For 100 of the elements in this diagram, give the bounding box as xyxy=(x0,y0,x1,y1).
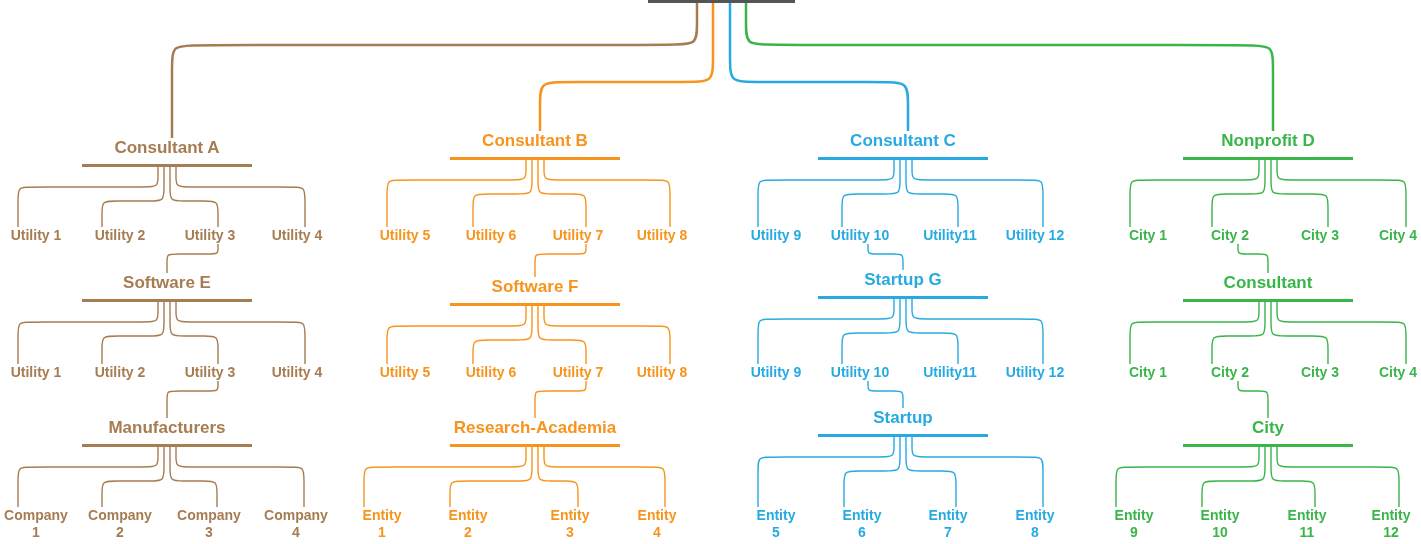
member-label: Utility 5 xyxy=(365,364,445,381)
member-label: City 3 xyxy=(1280,364,1360,381)
connector-line xyxy=(867,243,904,271)
member-label: Utility 1 xyxy=(0,227,76,244)
member-label: Utility 6 xyxy=(451,364,531,381)
member-label: Utility 4 xyxy=(257,364,337,381)
connector-line xyxy=(386,159,527,228)
member-label: Entity 4 xyxy=(632,507,682,541)
connector-line xyxy=(757,436,895,508)
member-label: Utility 12 xyxy=(995,364,1075,381)
member-label: City 2 xyxy=(1190,227,1270,244)
connector-line xyxy=(867,380,904,409)
connector-line xyxy=(543,446,666,508)
member-label: Entity 8 xyxy=(1010,507,1060,541)
connector-line xyxy=(101,301,165,365)
member-label: Company 2 xyxy=(87,507,153,541)
member-label: Entity 10 xyxy=(1195,507,1245,541)
connector-line xyxy=(905,436,957,508)
connector-line xyxy=(17,301,159,365)
connector-line xyxy=(166,380,219,419)
connector-line xyxy=(17,446,159,508)
connector-line xyxy=(543,159,671,228)
connector-line xyxy=(1201,446,1266,508)
connector-line xyxy=(1276,159,1407,228)
connector-line xyxy=(728,3,910,131)
group-heading: City xyxy=(1183,418,1353,447)
group-heading: Manufacturers xyxy=(82,418,252,447)
group-heading: Startup xyxy=(818,408,988,437)
connector-line xyxy=(538,3,715,131)
member-label: Utility 8 xyxy=(622,227,702,244)
group-heading: Consultant xyxy=(1183,273,1353,302)
group-heading: Nonprofit D xyxy=(1183,131,1353,160)
member-label: Utility 7 xyxy=(538,227,618,244)
connector-line xyxy=(17,166,159,228)
member-label: Entity 12 xyxy=(1366,507,1416,541)
connector-line xyxy=(841,159,901,228)
connector-line xyxy=(1211,159,1266,228)
connector-line xyxy=(841,298,901,365)
connector-line xyxy=(534,243,587,278)
connector-line xyxy=(1115,446,1260,508)
connector-line xyxy=(166,243,219,274)
connector-line xyxy=(169,166,219,228)
member-label: Utility11 xyxy=(910,227,990,244)
member-label: Utility 8 xyxy=(622,364,702,381)
connector-line xyxy=(1270,446,1316,508)
top-bar xyxy=(648,0,795,3)
member-label: Utility11 xyxy=(910,364,990,381)
connector-line xyxy=(537,159,587,228)
connector-line xyxy=(363,446,527,508)
connector-line xyxy=(537,446,579,508)
group-heading: Software E xyxy=(82,273,252,302)
connector-line xyxy=(472,159,533,228)
group-heading: Consultant B xyxy=(450,131,620,160)
member-label: Utility 12 xyxy=(995,227,1075,244)
connector-line xyxy=(169,301,219,365)
member-label: City 4 xyxy=(1358,227,1421,244)
member-label: Utility 5 xyxy=(365,227,445,244)
connector-line xyxy=(843,436,901,508)
member-label: Entity 9 xyxy=(1109,507,1159,541)
connector-line xyxy=(170,3,699,138)
member-label: City 4 xyxy=(1358,364,1421,381)
member-label: Entity 2 xyxy=(443,507,493,541)
connector-line xyxy=(757,298,895,365)
member-label: Utility 9 xyxy=(736,227,816,244)
connector-line xyxy=(175,166,306,228)
member-label: Entity 6 xyxy=(837,507,887,541)
connector-line xyxy=(905,159,959,228)
group-heading: Consultant A xyxy=(82,138,252,167)
group-heading: Startup G xyxy=(818,270,988,299)
connector-line xyxy=(1129,159,1260,228)
member-label: Utility 4 xyxy=(257,227,337,244)
connector-line xyxy=(386,305,527,365)
member-label: Utility 9 xyxy=(736,364,816,381)
connector-line xyxy=(169,446,218,508)
connector-line xyxy=(534,380,587,419)
connector-line xyxy=(543,305,671,365)
member-label: Utility 3 xyxy=(170,364,250,381)
member-label: Utility 10 xyxy=(820,364,900,381)
member-label: Entity 7 xyxy=(923,507,973,541)
group-heading: Consultant C xyxy=(818,131,988,160)
connector-line xyxy=(1237,243,1269,274)
member-label: Utility 1 xyxy=(0,364,76,381)
connector-line xyxy=(1211,301,1266,365)
group-heading: Software F xyxy=(450,277,620,306)
connector-line xyxy=(744,3,1275,131)
member-label: Utility 6 xyxy=(451,227,531,244)
connector-line xyxy=(175,301,306,365)
member-label: Entity 3 xyxy=(545,507,595,541)
connector-line xyxy=(1276,446,1400,508)
connector-line xyxy=(101,166,165,228)
connector-line xyxy=(911,159,1044,228)
member-label: Entity 1 xyxy=(357,507,407,541)
member-label: Utility 3 xyxy=(170,227,250,244)
connector-line xyxy=(472,305,533,365)
member-label: City 3 xyxy=(1280,227,1360,244)
connector-line xyxy=(175,446,305,508)
connector-line xyxy=(1270,301,1329,365)
member-label: Utility 2 xyxy=(80,364,160,381)
connector-line xyxy=(537,305,587,365)
connector-line xyxy=(905,298,959,365)
